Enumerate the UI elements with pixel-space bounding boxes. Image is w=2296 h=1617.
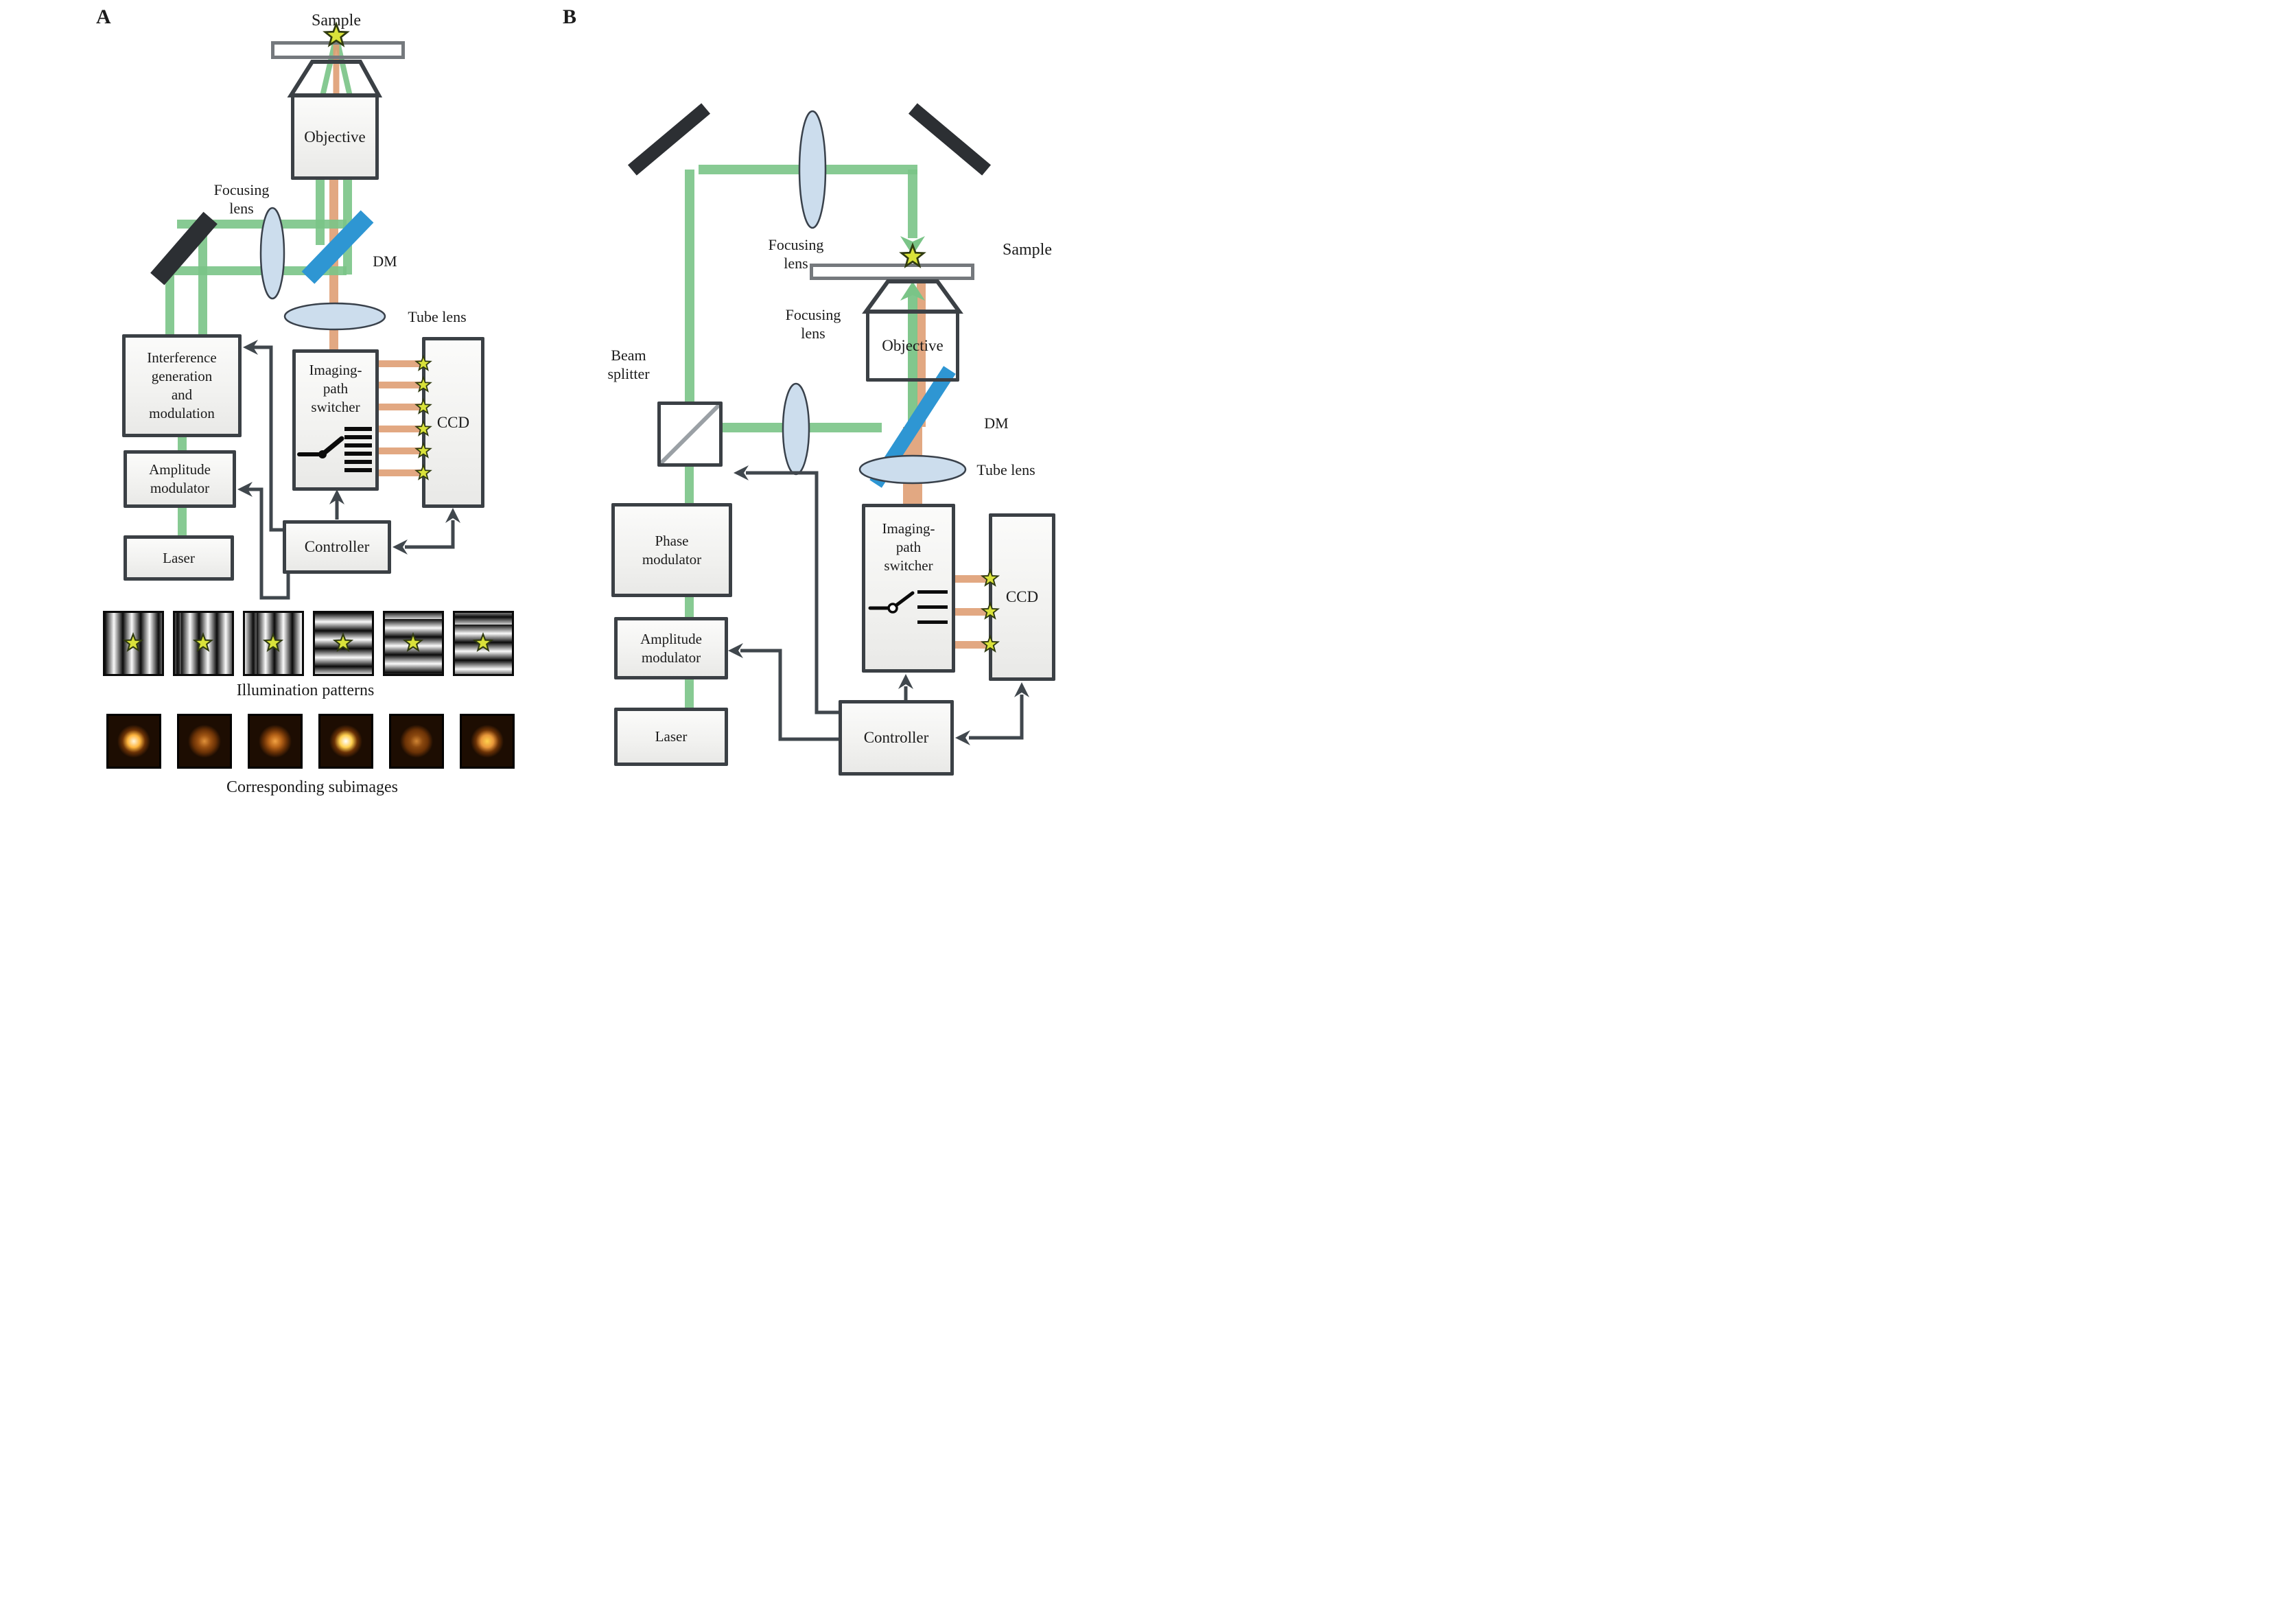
subimage-1: [106, 714, 161, 769]
focusing-lens-bottom-b-1: Focusing: [785, 306, 841, 323]
ccd-box-b: CCD: [989, 513, 1055, 681]
sample-label-b: Sample: [1003, 241, 1052, 259]
sample-slide-b: [810, 264, 974, 280]
controller-label-b: Controller: [863, 729, 929, 747]
controller-box-a: Controller: [283, 520, 391, 574]
subimage-6: [460, 714, 515, 769]
beam-splitter-b-1: Beam: [611, 347, 646, 364]
sample-slide-a: [271, 41, 405, 59]
illumination-pattern-3: [243, 611, 304, 676]
interference-line-4: modulation: [149, 404, 215, 421]
focusing-lens-bottom-icon-b: [782, 382, 810, 476]
sample-label-a: Sample: [312, 12, 361, 30]
switcher-a-line-3: switcher: [311, 398, 360, 415]
ccd-label-a: CCD: [436, 413, 470, 431]
focusing-lens-bottom-label-b: Focusing lens: [786, 306, 841, 343]
focusing-lens-label-a-1: Focusing: [213, 181, 270, 198]
beam-splitter-interior-b: [657, 402, 723, 467]
focusing-lens-top-b-1: Focusing: [768, 236, 824, 253]
phase-b-line-2: modulator: [642, 550, 702, 568]
objective-label-a: Objective: [304, 128, 366, 146]
interference-line-1: Interference: [147, 349, 217, 367]
tube-lens-icon-a: [283, 302, 386, 331]
laser-label-a: Laser: [163, 549, 195, 566]
illumination-pattern-6: [453, 611, 514, 676]
beam-horizontal-a: [173, 220, 347, 275]
dichroic-mirror-icon-a: [301, 210, 374, 284]
optics-layer: [150, 41, 992, 708]
switcher-a-line-1: Imaging-: [309, 362, 362, 378]
beam-ccd-b: [955, 575, 989, 649]
tube-lens-label-a: Tube lens: [408, 308, 467, 325]
phase-box-b: Phase modulator: [611, 503, 732, 597]
interference-box-a: Interference generation and modulation: [122, 334, 242, 437]
focusing-lens-top-label-b: Focusing lens: [769, 236, 824, 273]
ccd-box-a: CCD: [422, 337, 484, 508]
focusing-lens-top-b-2: lens: [784, 254, 808, 272]
amplitude-b-line-1: Amplitude: [640, 630, 702, 647]
figure-canvas: A Sample Objective Focusing lens DM Tube…: [0, 0, 1148, 808]
beam-splitter-label-b: Beam splitter: [607, 347, 649, 384]
patterns-caption: Illumination patterns: [236, 682, 375, 699]
switcher-a-line-2: path: [323, 380, 349, 397]
mirror-icon-a: [150, 211, 218, 286]
switcher-b-line-3: switcher: [884, 557, 933, 574]
switcher-box-a: Imaging- path switcher: [292, 349, 379, 491]
dm-label-a: DM: [373, 253, 397, 270]
focusing-lens-bottom-b-2: lens: [801, 324, 825, 342]
subimages-caption: Corresponding subimages: [226, 778, 398, 796]
amplitude-box-b: Amplitude modulator: [614, 617, 728, 679]
objective-label-b: Objective: [882, 337, 944, 355]
phase-b-line-1: Phase: [655, 532, 689, 549]
illumination-pattern-2: [173, 611, 234, 676]
dm-label-b: DM: [984, 415, 1009, 432]
illumination-pattern-4: [313, 611, 374, 676]
beam-splitter-b-2: splitter: [607, 364, 650, 382]
switcher-b-line-1: Imaging-: [882, 520, 935, 537]
panel-a-label: A: [96, 5, 111, 28]
mirror-right-icon-b: [908, 103, 992, 176]
interference-line-2: generation: [151, 368, 213, 385]
tube-lens-label-b: Tube lens: [976, 461, 1035, 478]
mirror-left-icon-b: [627, 103, 711, 176]
panel-b-label: B: [563, 5, 577, 28]
focusing-lens-label-a-2: lens: [229, 199, 254, 217]
focusing-lens-icon-a: [259, 207, 285, 300]
subimage-2: [177, 714, 232, 769]
illumination-pattern-1: [103, 611, 164, 676]
controller-box-b: Controller: [839, 700, 954, 776]
switcher-b-line-2: path: [895, 538, 922, 555]
focusing-lens-top-icon-b: [798, 110, 827, 229]
beam-splitter-box-b: [657, 402, 723, 467]
amplitude-box-a: Amplitude modulator: [124, 450, 236, 508]
amplitude-a-line-1: Amplitude: [149, 461, 211, 478]
ccd-label-b: CCD: [1005, 588, 1039, 606]
focusing-lens-label-a: Focusing lens: [214, 181, 270, 218]
subimage-5: [389, 714, 444, 769]
subimage-4: [318, 714, 373, 769]
laser-box-b: Laser: [614, 708, 728, 766]
beam-ccd-a: [379, 360, 422, 476]
illumination-pattern-5: [383, 611, 444, 676]
amplitude-a-line-2: modulator: [150, 480, 210, 496]
amplitude-b-line-2: modulator: [641, 649, 701, 666]
beam-to-interference-a: [165, 228, 207, 535]
subimage-3: [248, 714, 303, 769]
tube-lens-icon-b: [858, 454, 967, 485]
objective-box-a: Objective: [291, 94, 379, 180]
laser-box-a: Laser: [124, 535, 234, 581]
switcher-box-b: Imaging- path switcher: [862, 504, 955, 673]
controller-label-a: Controller: [304, 538, 370, 556]
laser-label-b: Laser: [655, 728, 688, 745]
interference-line-3: and: [171, 386, 193, 403]
objective-box-b: Objective: [866, 310, 959, 382]
